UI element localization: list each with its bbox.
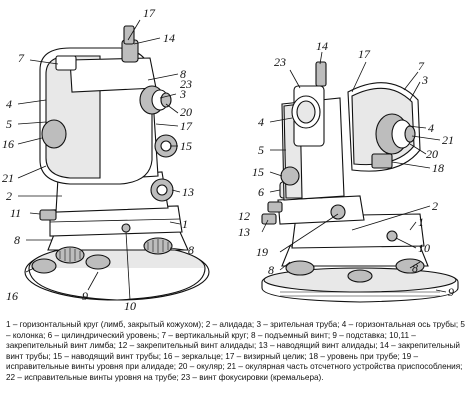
label-r21: 21 [442,133,454,147]
label-14: 14 [163,31,175,45]
label-10: 10 [124,299,136,312]
label-7: 7 [18,51,25,65]
label-8c: 8 [188,243,194,257]
figure-caption: 1 – горизонтальный круг (лимб, закрытый … [6,320,465,382]
label-15: 15 [180,139,192,153]
label-r17: 17 [358,47,371,61]
label-r4: 4 [258,115,264,129]
label-11: 11 [10,206,21,220]
label-r8b: 8 [412,261,418,275]
label-r2: 2 [432,199,438,213]
label-r4b: 4 [428,121,434,135]
label-23: 23 [180,77,192,91]
label-r13: 13 [238,225,250,239]
label-9: 9 [82,289,88,303]
label-r10: 10 [418,241,430,255]
label-r3: 3 [421,73,428,87]
label-2: 2 [6,189,12,203]
right-leader-lines [261,51,447,293]
label-13: 13 [182,185,194,199]
label-16: 16 [2,137,14,151]
label-r1: 1 [418,215,424,229]
label-r20: 20 [426,147,438,161]
right-theodolite-drawing [261,61,459,303]
label-5: 5 [6,117,12,131]
label-17b: 17 [180,119,193,133]
label-16b: 16 [6,289,18,303]
label-17: 17 [143,6,156,20]
label-r9: 9 [448,285,454,299]
left-theodolite-drawing [24,25,210,301]
label-r5: 5 [258,143,264,157]
label-8b: 8 [14,233,20,247]
label-3: 3 [179,87,186,101]
left-part-labels: 17 14 7 8 3 23 4 20 5 17 16 15 21 2 13 1… [2,6,194,312]
label-r8: 8 [268,263,274,277]
label-r7: 7 [418,59,425,73]
theodolite-figure: 17 14 7 8 3 23 4 20 5 17 16 15 21 2 13 1… [2,6,459,312]
left-leader-lines [17,19,187,301]
label-1: 1 [182,217,188,231]
label-r23: 23 [274,55,286,69]
label-r6: 6 [258,185,264,199]
label-4: 4 [6,97,12,111]
right-part-labels: 14 17 23 7 3 4 4 21 5 20 18 15 6 12 13 2… [238,39,454,299]
label-r15: 15 [252,165,264,179]
label-r19: 19 [256,245,268,259]
label-r14: 14 [316,39,328,53]
label-21: 21 [2,171,14,185]
label-r12: 12 [238,209,250,223]
label-r18: 18 [432,161,444,175]
label-20: 20 [180,105,192,119]
label-8: 8 [180,67,186,81]
